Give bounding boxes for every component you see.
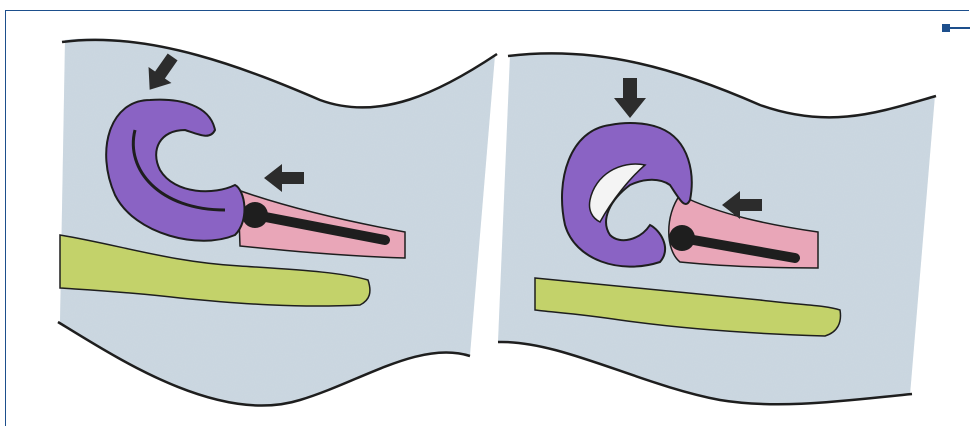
- right-panel: [498, 53, 936, 405]
- right-probe-tip: [669, 225, 695, 251]
- left-probe-tip: [242, 202, 268, 228]
- left-panel: [58, 38, 497, 405]
